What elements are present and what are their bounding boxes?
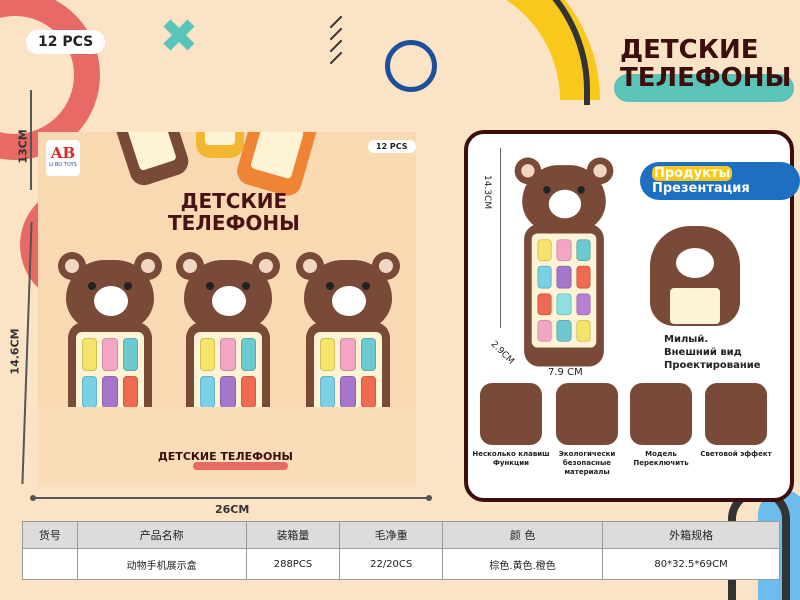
- dimension-height-label: 14.3CM: [482, 175, 492, 210]
- spec-table: 货号 产品名称 装箱量 毛净重 颜 色 外箱规格 动物手机展示盒 288PCS …: [22, 521, 780, 580]
- decor-red-bar: [193, 462, 288, 470]
- bear-phone-large: [514, 157, 614, 367]
- design-description: Милый. Внешний вид Проектирование: [664, 334, 761, 371]
- dimension-end-dot: [30, 495, 36, 501]
- cell-carton-size: 80*32.5*69CM: [602, 548, 780, 580]
- feature-label: Несколько клавиш Функции: [472, 450, 550, 467]
- feature-label: Модель Переключить: [633, 450, 689, 467]
- pcs-tag: 12 PCS: [26, 30, 106, 54]
- display-box-image: AB LI BO TOYS 12 PCS ДЕТСКИЕ ТЕЛЕФОНЫ: [38, 132, 416, 487]
- cell-weight: 22/20CS: [339, 548, 443, 580]
- product-presentation-badge: Продукты Презентация: [640, 162, 800, 200]
- cell-product-name: 动物手机展示盒: [76, 548, 247, 580]
- header-packing-qty: 装箱量: [245, 521, 341, 549]
- feature-multi-key-image: [480, 383, 542, 445]
- bear-phone-mini: [104, 132, 192, 189]
- table-row: 动物手机展示盒 288PCS 22/20CS 棕色.黄色.橙色 80*32.5*…: [22, 548, 780, 580]
- headline: ДЕТСКИЕ ТЕЛЕФОНЫ: [620, 35, 792, 93]
- header-carton-size: 外箱规格: [602, 521, 780, 549]
- feature-eco-material-image: [556, 383, 618, 445]
- headline-teal-bar: [614, 74, 794, 102]
- decor-dark-arc: [440, 0, 590, 105]
- feature-light-effect-image: [705, 383, 767, 445]
- spec-table-header-row: 货号 产品名称 装箱量 毛净重 颜 色 外箱规格: [22, 521, 780, 549]
- box-bottom-panel: [38, 407, 416, 487]
- feature-mode-switch-image: [630, 383, 692, 445]
- dimension-height-top-label: 13CM: [16, 129, 30, 164]
- bear-phone: [296, 252, 400, 472]
- dimension-line-height: [500, 148, 501, 328]
- dimension-width-label: 26CM: [215, 503, 250, 516]
- box-pcs-tag: 12 PCS: [368, 140, 416, 153]
- dimension-width-label: 7.9 CM: [548, 367, 583, 378]
- feature-label: Световой эффект: [700, 450, 772, 458]
- box-bottom-title: ДЕТСКИЕ ТЕЛЕФОНЫ: [158, 450, 293, 463]
- cat-phone-mini: [196, 132, 244, 158]
- dimension-end-dot: [426, 495, 432, 501]
- cell-color: 棕色.黄色.橙色: [441, 548, 604, 580]
- header-color: 颜 色: [441, 521, 604, 549]
- cell-packing-qty: 288PCS: [245, 548, 341, 580]
- header-weight: 毛净重: [339, 521, 443, 549]
- box-title: ДЕТСКИЕ ТЕЛЕФОНЫ: [168, 190, 318, 240]
- decor-teal-cross-icon: [162, 18, 196, 52]
- dimension-height-label: 14.6CM: [8, 328, 22, 375]
- decor-slashes: [328, 15, 346, 76]
- header-product-name: 产品名称: [76, 521, 247, 549]
- feature-label: Экологически безопасные материалы: [558, 450, 616, 476]
- dimension-line-26cm: [33, 497, 428, 499]
- header-item-no: 货号: [22, 521, 78, 549]
- dimension-line-13cm: [30, 90, 32, 190]
- cell-item-no: [22, 548, 78, 580]
- bear-phone-closeup: [650, 226, 740, 326]
- brand-logo: AB LI BO TOYS: [46, 140, 80, 176]
